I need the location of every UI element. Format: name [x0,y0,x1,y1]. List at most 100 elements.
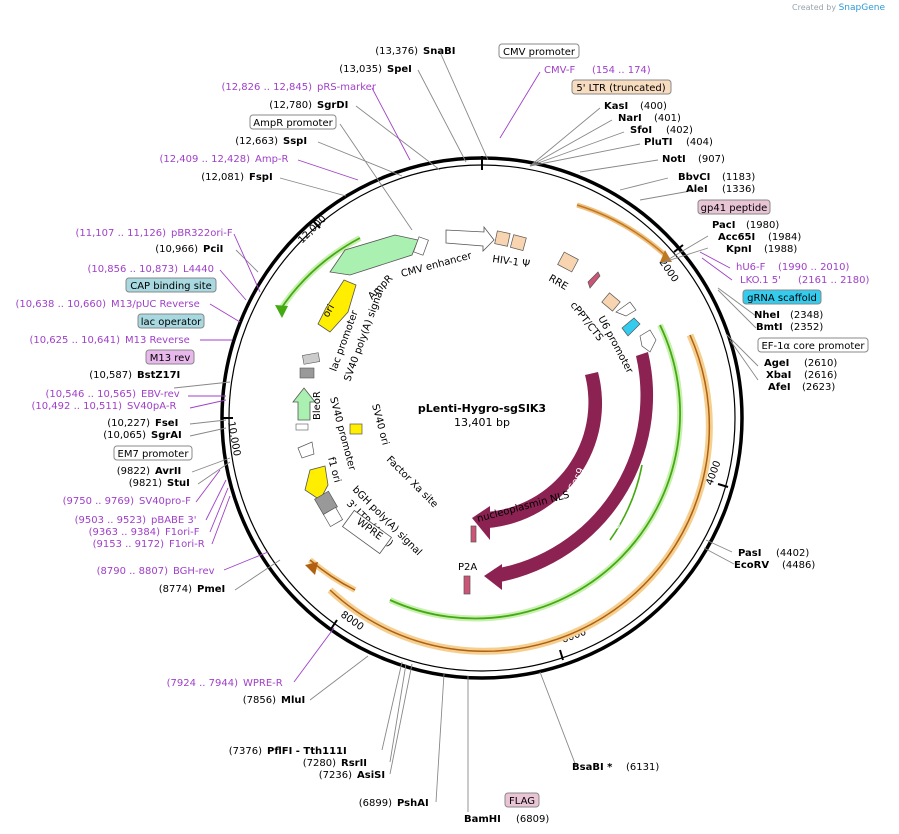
enz-bstz17i: BstZ17I [137,370,180,381]
box-m13rev [145,349,195,365]
ampr-arrow [329,234,419,276]
tick-12000 [312,220,321,229]
cas9-inner-arrowhead [472,506,490,540]
bleor-arrow [292,387,316,421]
cas9-inner-arc [486,372,603,528]
boxed-cmv-promoter: CMV promoter [503,47,576,58]
enz-acc65i: Acc65I [718,232,755,243]
enz-pos-pmei: (8774) [159,584,192,595]
box-5ltr [571,79,672,95]
enz-pos-noti: (907) [698,154,725,165]
rre-label: RRE [547,273,570,293]
ampr-promoter-box [413,236,429,256]
cas9-outer-arrowhead [484,564,502,590]
enz-bbvci: BbvCI [678,172,710,183]
box-em7 [113,445,193,461]
primer-pos-l4440: (10,856 .. 10,873) [88,264,179,275]
cmv-enhancer-arrow [445,225,495,252]
orange-bottom-left-arrowhead [305,562,318,575]
f1-ori-label: f1 ori [325,456,342,484]
tick-8000 [330,619,338,630]
boxed-ampr-promoter: AmpR promoter [253,118,333,129]
enz-kpni: KpnI [726,244,752,255]
primer-lko1: LKO.1 5' [740,275,781,286]
hiv-psi-box-1 [494,230,511,247]
primer-prs-marker: pRS-marker [317,82,377,93]
cppt-box [601,292,621,312]
enz-pcii: PciI [203,244,223,255]
u6-promoter-arrow [615,301,637,317]
enz-fsei: FseI [155,418,178,429]
enz-pshai: PshAI [397,798,429,809]
boxed-flag: FLAG [509,796,535,807]
enz-pasi: PasI [738,548,761,559]
tick-6000 [559,649,564,661]
green-left-arrowhead [275,305,288,318]
enz-noti: NotI [662,154,686,165]
primer-pos-f1ori-r: (9153 .. 9172) [93,539,165,550]
created-by-snapgene: Created by SnapGene [792,3,885,13]
enz-pos-pcii: (10,966) [155,244,198,255]
green-left-arc-core [279,237,361,311]
enz-pos-pshai: (6899) [359,798,392,809]
enz-pos-sspi: (12,663) [235,136,278,147]
tick-2000 [673,244,684,253]
enz-pluti: PluTI [644,137,672,148]
enz-pos-bbvci: (1183) [722,172,755,183]
enz-fspi: FspI [249,172,273,183]
ltr-arc-top-core [576,204,666,256]
box-cmv-promoter [498,43,580,59]
p2a-label: P2A [458,562,477,573]
primer-pos-sv40pa-r: (10,492 .. 10,511) [32,401,123,412]
primer-bgh-rev: BGH-rev [173,566,215,577]
cas9-outer-arc [494,352,654,582]
primer-pos-hu6-f: (1990 .. 2010) [778,262,850,273]
bleor-label: BleoR [312,391,323,420]
enz-pos-stui: (9821) [129,478,162,489]
big-orange-arc-core [329,334,711,653]
enz-sspi: SspI [283,136,307,147]
primer-l4440: L4440 [183,264,214,275]
box-ef1a [757,337,869,353]
primer-pos-amp-r: (12,409 .. 12,428) [160,154,251,165]
enz-pos-nari: (401) [654,113,681,124]
primer-sv40pa-r: SV40pA-R [127,401,176,412]
boxed-lac-operator: lac operator [141,317,202,328]
primer-labels: CMV-F (154 .. 174) (12,826 .. 12,845) pR… [16,65,870,689]
em7-box [295,423,309,431]
outer-feature-arcs [275,202,713,655]
enz-pos-avrii: (9822) [117,466,150,477]
enz-pos-rsrii: (7280) [303,758,336,769]
primer-ebv-rev: EBV-rev [141,389,180,400]
enz-pos-spei: (13,035) [339,64,382,75]
box-ampr-promoter [249,114,337,130]
boxed-grna-scaffold: gRNA scaffold [747,293,817,304]
primer-pos-prs-marker: (12,826 .. 12,845) [222,82,313,93]
inner-features-top: CMV enhancer HIV-1 Ψ RRE cPPT/CTS U6 pro… [400,225,657,376]
enz-pos-nhei: (2348) [790,310,823,321]
boxed-cap-binding: CAP binding site [130,281,212,292]
boxed-labels: CMV promoter 5' LTR (truncated) AmpR pro… [113,43,869,808]
enz-bsabi: BsaBI * [572,762,613,773]
lac-marker [302,352,321,365]
sv40-ori-label: SV40 ori [369,403,391,447]
creator-prefix: Created by [792,3,837,12]
enz-sfoi: SfoI [630,125,652,136]
enz-sgrdi: SgrDI [317,100,348,111]
enz-sgrai: SgrAI [151,430,182,441]
primer-f1ori-f: F1ori-F [165,527,200,538]
inner-features-left: AmpR ori lac promoter SV40 poly(A) signa… [292,234,440,558]
enz-pos-asisi: (7236) [319,770,352,781]
box-grna-scaffold [742,289,822,305]
enz-pos-bsabi: (6131) [626,762,659,773]
leader-lines [173,51,759,812]
enz-avrii: AvrII [155,466,181,477]
snapgene-logo: SnapGene [838,3,885,13]
tick-label-10000: 10,000 [225,421,242,457]
enz-pos-afei: (2623) [802,382,835,393]
enz-pos-bmti: (2352) [790,322,823,333]
box-cap-binding [125,277,217,293]
enz-bamhi: BamHI [464,814,501,825]
enz-spei: SpeI [387,64,412,75]
enz-pos-mlui: (7856) [243,695,276,706]
